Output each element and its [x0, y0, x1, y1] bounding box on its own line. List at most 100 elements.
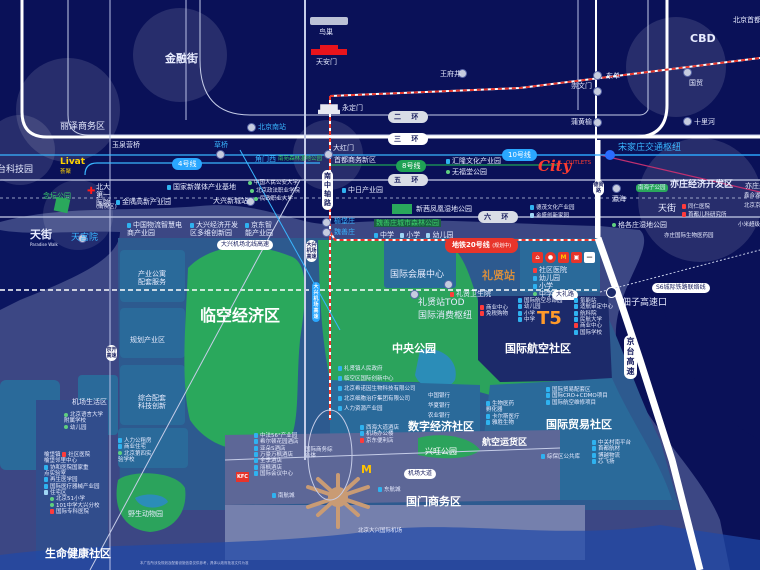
block-intl-expo: 国际会展中心 — [390, 270, 445, 280]
landmark-daxing-xincheng: 大兴新城站 — [213, 197, 248, 205]
zone-aviation-cargo[interactable]: 航空运货区 — [482, 438, 528, 448]
district-finance-street: 金融街 — [165, 52, 198, 65]
zone-guomen-business[interactable]: 国门商务区 — [406, 495, 461, 508]
block-intl-business-complex: 国际商务综合体 — [305, 447, 333, 460]
landmark-city-outlets: City — [538, 157, 572, 175]
zone-t5[interactable]: T5 — [537, 308, 562, 329]
landmark-minzheng: 民政职业大学 — [254, 196, 293, 202]
station-dahongmen[interactable] — [324, 150, 333, 159]
subway-line-20-label: 地铁20号线 — [452, 241, 490, 249]
block-planned-industry: 规划产业区 — [130, 336, 165, 344]
landmark-tongren: 同仁医院 — [682, 204, 710, 210]
ring-6th: 六 环 — [478, 211, 519, 223]
poi-list-guomen-mid: 西海大道酒店 机场办公楼 京东便利店 — [360, 425, 399, 444]
landmark-tiangongyuan: 天宫院 — [71, 233, 99, 243]
poi-list-banks: 中国银行 华夏银行 农业银行 — [428, 393, 451, 419]
landmark-xinhe-lake: 鑫合湖 — [744, 193, 760, 199]
park-icon — [53, 196, 71, 214]
landmark-caoqiao: 草桥 — [214, 141, 228, 149]
landmark-beijing-south: 北京南站 — [258, 123, 286, 131]
road-dali: 大礼路 — [552, 290, 579, 300]
station-weishanzhuang[interactable] — [322, 228, 331, 237]
poi-list-aviation-t5: 国际航空总部园 幼儿园 小学 中学 — [518, 298, 563, 323]
block-intl-consumption: 国际消费枢纽 — [418, 311, 473, 321]
district-lize: 丽泽商务区 — [60, 122, 106, 132]
block-airport-living: 机场生活区 — [72, 398, 107, 406]
subway-line-10[interactable]: 10号线 — [502, 149, 537, 161]
landmark-livat-sub: 荟聚 — [60, 169, 72, 175]
landmark-jinyu: 金隅高新产业园 — [116, 198, 171, 206]
road-airport-expy: 大兴机场高速 — [306, 240, 317, 262]
ring-5th: 五 环 — [388, 174, 429, 186]
road-dexian: 德贤路 — [593, 180, 604, 196]
zone-linkong[interactable]: 临空经济区 — [200, 306, 281, 325]
station-lixian-tod[interactable] — [410, 290, 419, 299]
landmark-wangfujing: 王府井 — [440, 70, 461, 78]
landmark-beijing-shoudu: 北京首都 — [733, 16, 760, 24]
poi-list-aviation-south: 商业中心 免税购物 — [480, 305, 508, 318]
road-airport-rail: 大兴机场高速 — [312, 282, 320, 322]
landmark-weishanzhuang: 魏善庄 — [334, 228, 355, 236]
zone-digital-economy[interactable]: 数字经济社区 — [408, 420, 474, 433]
footer-disclaimer: 本广告所涉及规划及配套设施信息仅供参考，具体以政府批准文件为准 — [140, 561, 249, 565]
station-shilihe[interactable] — [683, 117, 692, 126]
brand-icon: — — [584, 252, 595, 263]
shop-icon: ▣ — [571, 252, 582, 263]
poi-list-lixian-gov: 礼贤镇人民政府 临空区国际创新中心 北京希诺因生物科技有限公司 北京细胞治疗集团… — [338, 364, 416, 414]
station-beijing-south[interactable] — [247, 123, 256, 132]
store-icon: ⌂ — [532, 252, 543, 263]
landmark-chongwenmen: 崇文门 — [571, 82, 592, 90]
station-lixian[interactable] — [444, 280, 453, 289]
block-lixian-tod: 礼贤站TOD — [418, 298, 465, 308]
road-jinggai: 京开高速 — [106, 345, 117, 361]
landmark-livat: Livat — [60, 157, 86, 167]
landmark-shoudu-children: 首都儿科研究所 — [682, 212, 727, 218]
block-wildlife-park: 野生动物园 — [128, 510, 163, 518]
subway-line-8[interactable]: 8号线 — [396, 160, 427, 172]
landmark-tianjie: 天街 — [30, 228, 52, 241]
landmark-birds-nest: 鸟巢 — [319, 28, 333, 36]
landmark-yujiazhuang: 榆垡庄 — [334, 217, 355, 225]
zone-xingwang-park[interactable]: 兴旺公园 — [425, 447, 457, 456]
landmark-new-media: 国家新媒体产业基地 — [167, 183, 236, 191]
landmark-tianjie-sub: Paradise Walk — [30, 242, 58, 247]
zone-intl-trade[interactable]: 国际贸易社区 — [546, 418, 612, 431]
station-puhuangyu[interactable] — [593, 118, 602, 127]
road-nanzhong-axis: 南中轴路 — [322, 170, 333, 210]
poi-list-yufa: 榆垡镇 社区医院 榆垡邻里中心 协和医院国家重点实验室 再生医学园 国际医疗器械… — [44, 452, 100, 515]
landmark-china-logistics: 中国物流智慧电商产业园 — [127, 221, 182, 238]
station-caoqiao[interactable] — [216, 150, 225, 159]
district-fengtai-tech: 丰台科技园 — [0, 165, 34, 175]
poi-list-guomen-left: 中法56°产业园 希尔顿花园酒店 亚朵S酒店 万豪万枫酒店 全季酒店 丽枫酒店 … — [254, 433, 299, 477]
landmark-dongdan: 东单 — [606, 72, 620, 80]
expressway-exit-icon — [606, 287, 617, 298]
yongdingmen-icon — [318, 104, 340, 114]
brand-icons-north: ⌂ ● M ▣ — — [532, 252, 595, 263]
road-jichang-avenue: 机场大道 — [404, 469, 437, 479]
station-tiangongyuan[interactable] — [78, 234, 87, 243]
district-yizhuang: 亦庄经济开发区 — [670, 180, 734, 190]
landmark-dahang-city: 东航城 — [378, 487, 401, 493]
zone-intl-aviation[interactable]: 国际航空社区 — [505, 342, 571, 355]
station-wangfujing[interactable] — [458, 69, 467, 78]
landmark-capital-business: 首都商务新区 — [334, 156, 376, 164]
station-daxing-xincheng[interactable] — [246, 197, 255, 206]
station-chongwenmen[interactable] — [593, 87, 602, 96]
kfc-icon: KFC — [236, 472, 249, 482]
station-yinghai[interactable] — [612, 184, 621, 193]
zone-central-park[interactable]: 中央公园 — [392, 342, 436, 355]
subway-line-20[interactable]: 地铁20号线 (规划中) — [445, 238, 519, 253]
station-guomao[interactable] — [683, 68, 692, 77]
subway-line-4[interactable]: 4号线 — [172, 158, 203, 170]
station-yujiazhuang[interactable] — [322, 218, 331, 227]
landmark-puhuangyu: 蒲黄榆 — [571, 118, 592, 126]
station-dongdan[interactable] — [593, 71, 602, 80]
zone-life-health[interactable]: 生命健康社区 — [45, 547, 111, 560]
wetland-park-icon — [392, 204, 412, 214]
landmark-pku-hospital-sub: (南院区) — [96, 204, 117, 210]
landmark-jinshan: 金盛创新家园 — [530, 213, 569, 219]
tiananmen-icon — [311, 45, 347, 55]
landmark-lixian-health: 礼贤卫生院 — [450, 290, 491, 298]
block-integrated-tech: 综合配套科技创新 — [138, 394, 166, 411]
songjiazhuang-hub[interactable]: 宋家庄交通枢纽 — [618, 143, 682, 153]
